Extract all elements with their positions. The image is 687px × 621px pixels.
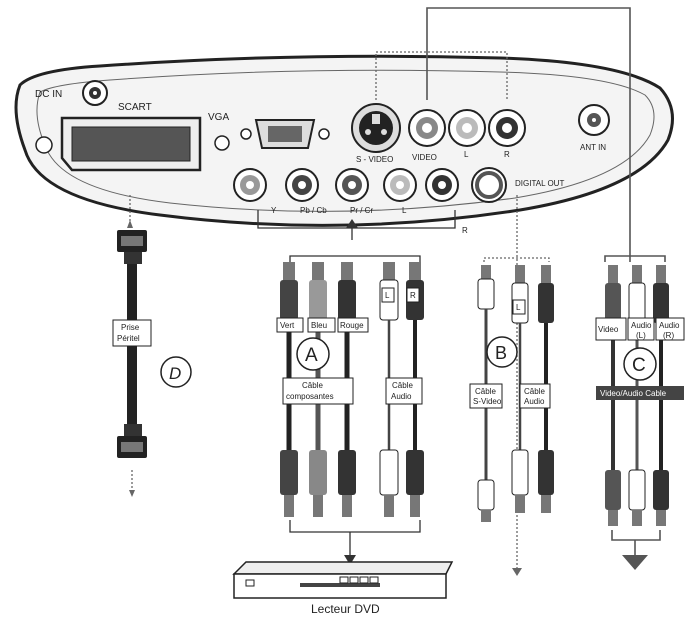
pr-cr-label: Pr / Cr [350, 206, 373, 215]
video-jack [408, 109, 446, 147]
svideo-cable-label-2: S-Video [473, 397, 502, 406]
callout-a-letter: A [305, 345, 318, 366]
scart-cable-label-1: Prise [121, 323, 140, 332]
dvd-player [232, 561, 454, 599]
audio-l-jack [448, 109, 486, 147]
component-r-jack [425, 168, 459, 202]
scart-label: SCART [118, 102, 152, 113]
audio-cable-a-label-2: Audio [391, 392, 412, 401]
guide-lines-d [129, 195, 133, 490]
audio-cable-b-label-1: Câble [524, 387, 545, 396]
dc-in-label: DC IN [35, 89, 62, 100]
callout-b-letter: B [495, 343, 507, 363]
callout-b-circle [486, 336, 518, 368]
arrow-c-down [622, 555, 648, 570]
scart-port [60, 116, 202, 172]
c-audio-r-label-1: Audio [659, 321, 680, 330]
audio-cable-b-label-2: Audio [524, 397, 545, 406]
callout-d-letter: D [169, 364, 181, 383]
digital-out-label: DIGITAL OUT [515, 179, 564, 188]
ant-in-label: ANT IN [580, 143, 606, 152]
ant-in-jack [578, 104, 610, 136]
vga-screw-right [318, 128, 330, 140]
audio-plug-l-label: L [385, 291, 390, 300]
dvd-player-label: Lecteur DVD [311, 602, 380, 616]
plug-label-vert: Vert [280, 321, 295, 330]
c-audio-r-label-2: (R) [663, 331, 674, 340]
video-audio-cable-c [595, 265, 685, 526]
digital-out-jack [471, 167, 507, 203]
s-video-port [351, 103, 401, 153]
dc-in-jack [82, 80, 108, 106]
tv-rear-panel [14, 54, 674, 227]
scart-cable-d [112, 230, 152, 458]
arrow-a-up [346, 219, 358, 228]
arrow-d-down [129, 490, 135, 497]
callout-c-letter: C [632, 355, 646, 376]
audio-l-label: L [464, 150, 469, 159]
component-l-jack [383, 168, 417, 202]
pb-cb-label: Pb / Cb [300, 206, 327, 215]
pb-cb-jack [285, 168, 319, 202]
arrow-b-down [512, 568, 522, 576]
plug-label-rouge: Rouge [340, 321, 364, 330]
arrow-d-up [127, 220, 133, 228]
vga-screw-left [240, 128, 252, 140]
audio-r-label: R [504, 150, 510, 159]
audio-r-jack [488, 109, 526, 147]
c-cable-label: Video/Audio Cable [600, 389, 667, 398]
vga-label: VGA [208, 112, 229, 123]
arrow-a-down [344, 555, 356, 565]
pr-cr-jack [335, 168, 369, 202]
component-cable-label-2: composantes [286, 392, 334, 401]
y-jack [233, 168, 267, 202]
y-label: Y [271, 206, 277, 215]
svideo-audio-cable-b [469, 265, 554, 522]
screw-hole-left [35, 136, 53, 154]
s-video-label: S - VIDEO [356, 155, 393, 164]
audio-cable-a-label-1: Câble [392, 381, 413, 390]
callout-d-circle [160, 356, 192, 388]
component-cable-a [276, 262, 424, 517]
component-l-label: L [402, 206, 407, 215]
c-audio-l-label-2: (L) [636, 331, 646, 340]
callout-c-circle [623, 347, 657, 381]
scart-cable-label-2: Péritel [117, 334, 140, 343]
vga-port [254, 119, 316, 149]
component-cable-label-1: Câble [302, 381, 323, 390]
callout-a-circle [296, 337, 330, 371]
b-plug-l-label: L [516, 303, 521, 312]
plug-label-bleu: Bleu [311, 321, 327, 330]
audio-plug-r-label: R [410, 291, 416, 300]
screw-hole-vga [214, 135, 230, 151]
guide-lines-c [426, 7, 666, 555]
c-video-label: Video [598, 325, 619, 334]
video-label: VIDEO [412, 153, 437, 162]
c-audio-l-label-1: Audio [631, 321, 652, 330]
component-r-label: R [462, 226, 468, 235]
svideo-cable-label-1: Câble [475, 387, 496, 396]
